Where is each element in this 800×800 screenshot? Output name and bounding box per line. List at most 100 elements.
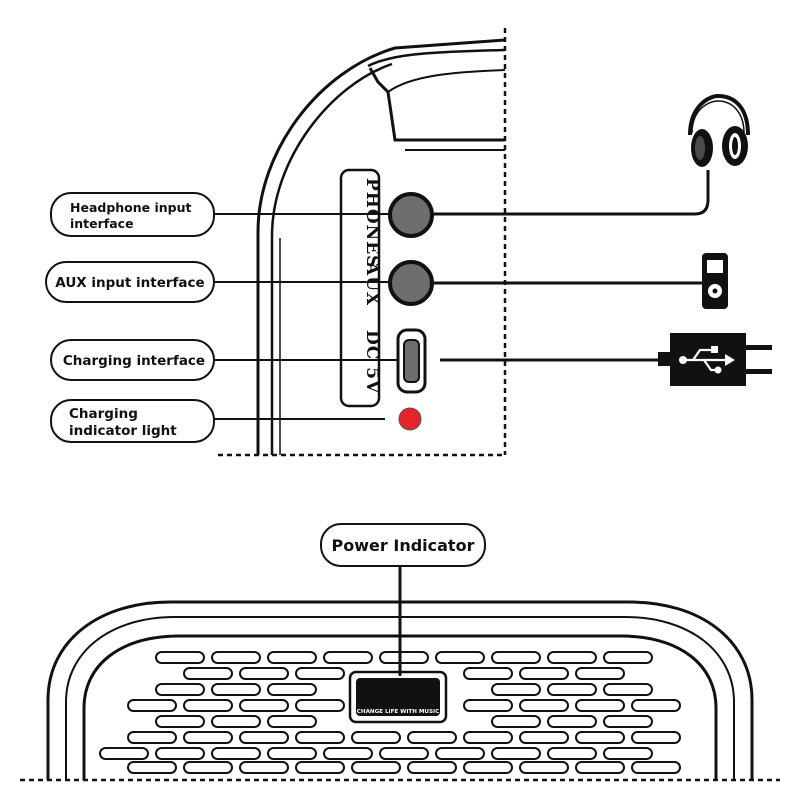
grille-slot bbox=[267, 747, 317, 760]
speaker-grille bbox=[99, 651, 681, 774]
grille-slot bbox=[547, 747, 597, 760]
grille-slot bbox=[183, 761, 233, 774]
grille-slot bbox=[519, 731, 569, 744]
grille-slot bbox=[491, 715, 541, 728]
callout-text: Charging interface bbox=[63, 353, 205, 369]
handle-inner-edge bbox=[387, 69, 506, 93]
usb-charger-icon bbox=[658, 333, 772, 386]
grille-slot bbox=[155, 683, 205, 696]
body-inner-curve bbox=[270, 62, 393, 455]
port-label-plate bbox=[339, 168, 381, 408]
grille-slot bbox=[155, 651, 205, 664]
grille-slot bbox=[183, 699, 233, 712]
grille-slot bbox=[239, 731, 289, 744]
callout-text-line2: indicator light bbox=[69, 423, 177, 439]
grille-slot bbox=[99, 747, 149, 760]
headphones-icon bbox=[688, 93, 750, 167]
grille-slot bbox=[127, 699, 177, 712]
grille-slot bbox=[463, 699, 513, 712]
grille-slot bbox=[407, 731, 457, 744]
grille-slot bbox=[239, 667, 289, 680]
grille-slot bbox=[211, 715, 261, 728]
callout-bubble bbox=[320, 523, 486, 567]
grille-slot bbox=[631, 761, 681, 774]
grille-slot bbox=[631, 699, 681, 712]
grille-slot bbox=[575, 761, 625, 774]
grille-slot bbox=[575, 699, 625, 712]
grille-slot bbox=[379, 651, 429, 664]
callout-text-line1: Headphone input bbox=[70, 200, 192, 215]
grille-slot bbox=[435, 747, 485, 760]
headphone-jack bbox=[388, 192, 434, 238]
callout-indicator-light: Charging indicator light bbox=[50, 399, 385, 443]
grille-slot bbox=[295, 667, 345, 680]
grille-slot bbox=[603, 651, 653, 664]
grille-slot bbox=[603, 747, 653, 760]
grille-slot bbox=[463, 731, 513, 744]
grille-slot bbox=[379, 747, 429, 760]
handle-grip bbox=[368, 67, 505, 142]
grille-slot bbox=[183, 731, 233, 744]
charging-port-inner bbox=[403, 339, 420, 383]
grille-slot bbox=[463, 761, 513, 774]
grille-slot bbox=[407, 761, 457, 774]
grille-slot bbox=[239, 761, 289, 774]
callout-bubble bbox=[45, 261, 215, 303]
grille-slot bbox=[435, 651, 485, 664]
grille-slot bbox=[491, 683, 541, 696]
phones-port-label: PHONES bbox=[362, 178, 382, 268]
grille-slot bbox=[323, 651, 373, 664]
grille-slot bbox=[519, 699, 569, 712]
logo-text: CHANGE LIFE WITH MUSIC bbox=[357, 709, 439, 715]
grille-slot bbox=[547, 683, 597, 696]
grille-slot bbox=[295, 731, 345, 744]
music-player-icon bbox=[702, 253, 728, 309]
callout-power-indicator: Power Indicator bbox=[320, 523, 486, 676]
callout-text: AUX input interface bbox=[55, 275, 204, 291]
body-outer-curve bbox=[256, 38, 506, 455]
grille-slot bbox=[491, 651, 541, 664]
grille-slot bbox=[155, 747, 205, 760]
grille-slot bbox=[211, 651, 261, 664]
callout-charging: Charging interface bbox=[50, 339, 398, 381]
grille-slot bbox=[575, 667, 625, 680]
grille-slot bbox=[491, 747, 541, 760]
headphone-cable bbox=[434, 170, 710, 216]
grille-slot bbox=[463, 667, 513, 680]
grille-slot bbox=[127, 731, 177, 744]
side-panel: PHONES AUX DC 5V bbox=[218, 28, 507, 457]
grille-slot bbox=[295, 699, 345, 712]
grille-slot bbox=[295, 761, 345, 774]
grille-slot bbox=[351, 731, 401, 744]
grille-slot bbox=[239, 699, 289, 712]
callout-bubble bbox=[50, 399, 215, 443]
grille-slot bbox=[183, 667, 233, 680]
grille-slot bbox=[519, 761, 569, 774]
grille-slot bbox=[631, 731, 681, 744]
callout-text-line1: Charging bbox=[69, 406, 138, 422]
dc-port-label: DC 5V bbox=[362, 330, 382, 394]
grille-slot bbox=[211, 747, 261, 760]
grille-slot bbox=[211, 683, 261, 696]
grille-slot bbox=[351, 761, 401, 774]
aux-connection bbox=[434, 253, 728, 309]
grille-slot bbox=[267, 651, 317, 664]
charging-indicator-led bbox=[398, 407, 422, 431]
grille-slot bbox=[267, 715, 317, 728]
grille-slot bbox=[155, 715, 205, 728]
callout-bubble bbox=[50, 339, 215, 381]
grille-slot bbox=[519, 667, 569, 680]
callout-text: Power Indicator bbox=[332, 536, 475, 555]
logo-badge-inner bbox=[356, 678, 440, 716]
speaker-front: CHANGE LIFE WITH MUSIC bbox=[20, 600, 780, 782]
grille-slot bbox=[323, 747, 373, 760]
aux-jack bbox=[388, 260, 434, 306]
callout-text-line2: interface bbox=[70, 216, 134, 231]
grille-slot bbox=[603, 715, 653, 728]
grille-slot bbox=[127, 761, 177, 774]
grille-slot bbox=[547, 715, 597, 728]
usb-symbol-icon bbox=[683, 348, 727, 372]
callout-headphone: Headphone input interface bbox=[50, 192, 392, 237]
handle-top-edge bbox=[367, 48, 506, 68]
